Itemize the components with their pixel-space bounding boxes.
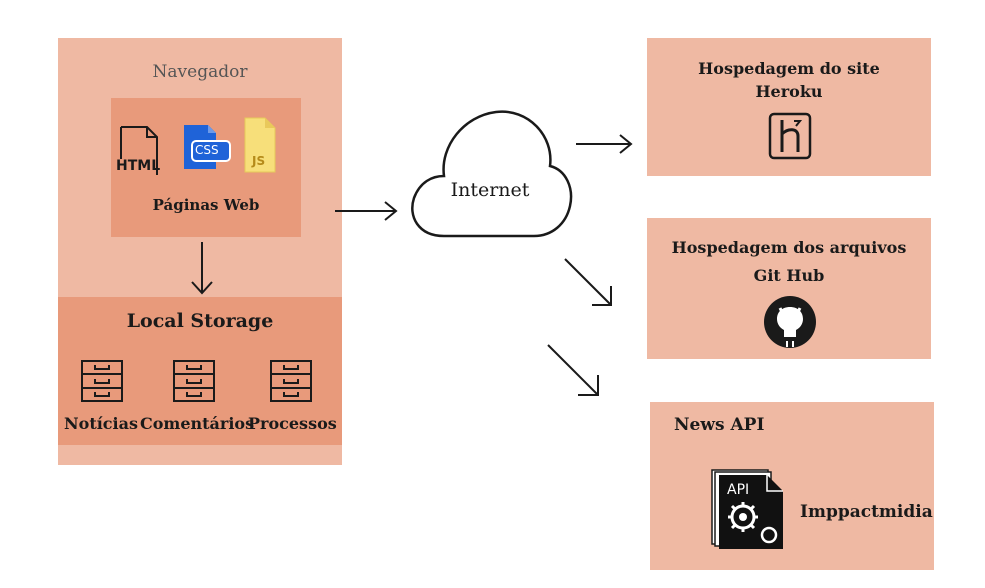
diagonal-arrow-newsapi-icon	[545, 342, 603, 400]
github-logo-icon	[763, 295, 817, 349]
internet-label: Internet	[450, 179, 530, 201]
heroku-panel	[647, 38, 931, 176]
storage-item-noticias: Notícias	[64, 414, 138, 433]
github-line2: Git Hub	[753, 266, 825, 285]
storage-item-comentarios: Comentários	[140, 414, 255, 433]
css-file-label: CSS	[195, 143, 219, 157]
processos-drawer-icon	[269, 359, 313, 403]
local-storage-panel	[58, 297, 342, 445]
css-file-icon	[182, 123, 232, 171]
right-arrow-icon	[333, 198, 401, 224]
js-file-label: JS	[252, 154, 266, 168]
heroku-line1: Hospedagem do site	[698, 59, 880, 78]
news-api-panel	[650, 402, 934, 570]
comentarios-drawer-icon	[172, 359, 216, 403]
github-line1: Hospedagem dos arquivos	[671, 238, 907, 257]
down-arrow-icon	[188, 240, 216, 296]
js-file-icon	[243, 116, 277, 174]
news-api-provider: Imppactmidia	[800, 502, 933, 522]
heroku-logo-icon	[768, 112, 812, 160]
heroku-line2: Heroku	[755, 82, 823, 101]
storage-item-processos: Processos	[248, 414, 337, 433]
noticias-drawer-icon	[80, 359, 124, 403]
navegador-title: Navegador	[152, 62, 248, 82]
news-api-title: News API	[674, 415, 765, 435]
api-document-icon	[711, 469, 785, 551]
right-arrow-heroku-icon	[574, 131, 636, 157]
internet-cloud-icon	[404, 104, 576, 242]
api-icon-text: API	[727, 482, 750, 498]
html-file-label: HTML	[116, 158, 161, 174]
local-storage-title: Local Storage	[126, 310, 274, 332]
diagonal-arrow-github-icon	[562, 256, 616, 310]
paginas-web-label: Páginas Web	[152, 196, 260, 214]
html-file-icon	[117, 125, 161, 179]
